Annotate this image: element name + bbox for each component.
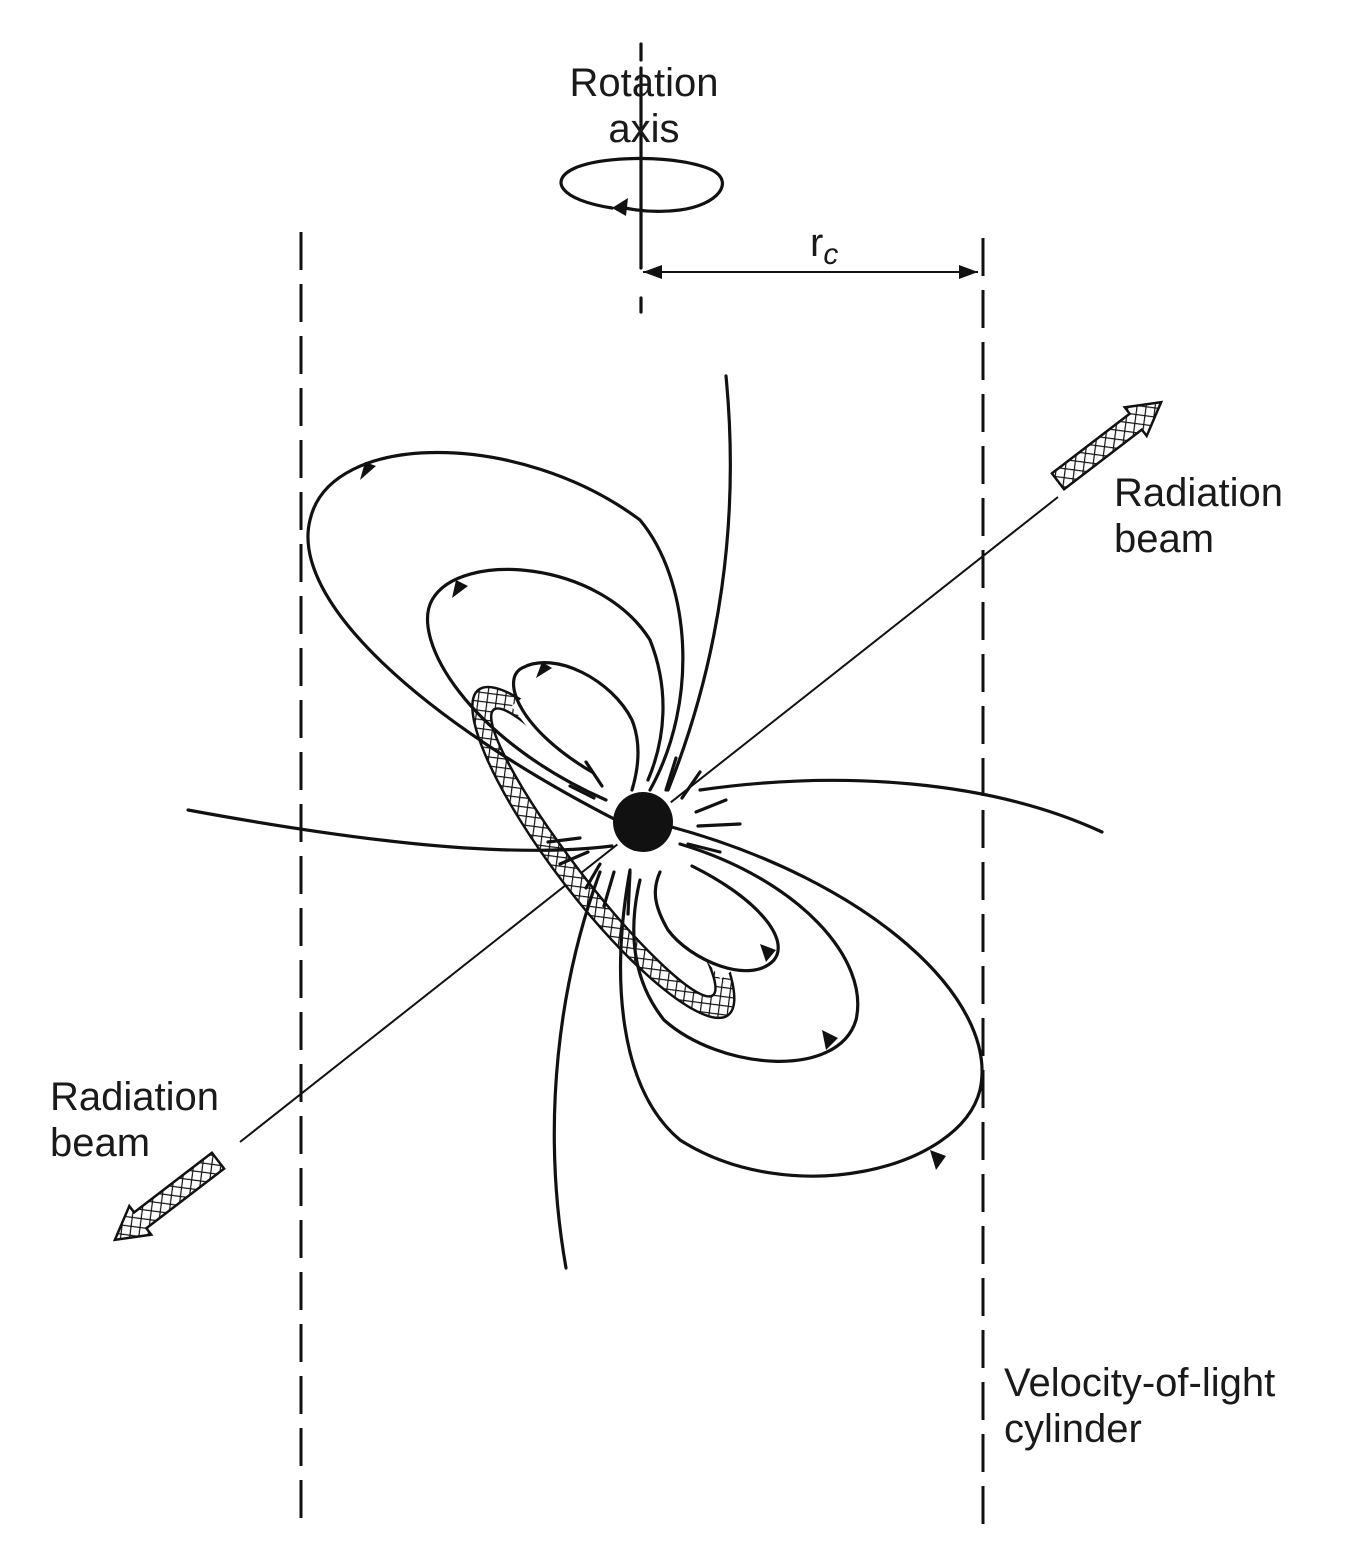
upper-radiation-beam-arrow-icon — [1050, 400, 1164, 491]
radius-dimension-line — [643, 265, 978, 279]
upper-beam-label-line1: Radiation — [1114, 471, 1283, 515]
lower-radiation-beam-arrow-icon — [112, 1151, 226, 1242]
field-loops-upper-left — [306, 451, 685, 824]
upper-beam-label-line2: beam — [1114, 517, 1214, 561]
radius-label: rc — [810, 221, 838, 271]
cylinder-label-line1: Velocity-of-light — [1004, 1361, 1275, 1405]
radial-field-stubs — [546, 756, 742, 916]
rotation-arrow-icon — [559, 156, 724, 216]
radius-symbol: r — [810, 221, 823, 265]
field-loops-lower-right — [619, 824, 984, 1178]
rotation-axis-label-line1: Rotation — [570, 61, 719, 105]
radius-subscript: c — [823, 238, 838, 271]
lower-beam-label-line1: Radiation — [50, 1075, 219, 1119]
rotation-axis-label-line2: axis — [608, 107, 679, 151]
open-field-lines — [186, 374, 1104, 1270]
cylinder-label-line2: cylinder — [1004, 1407, 1142, 1451]
neutron-star — [613, 792, 673, 852]
lower-beam-label-line2: beam — [50, 1121, 150, 1165]
